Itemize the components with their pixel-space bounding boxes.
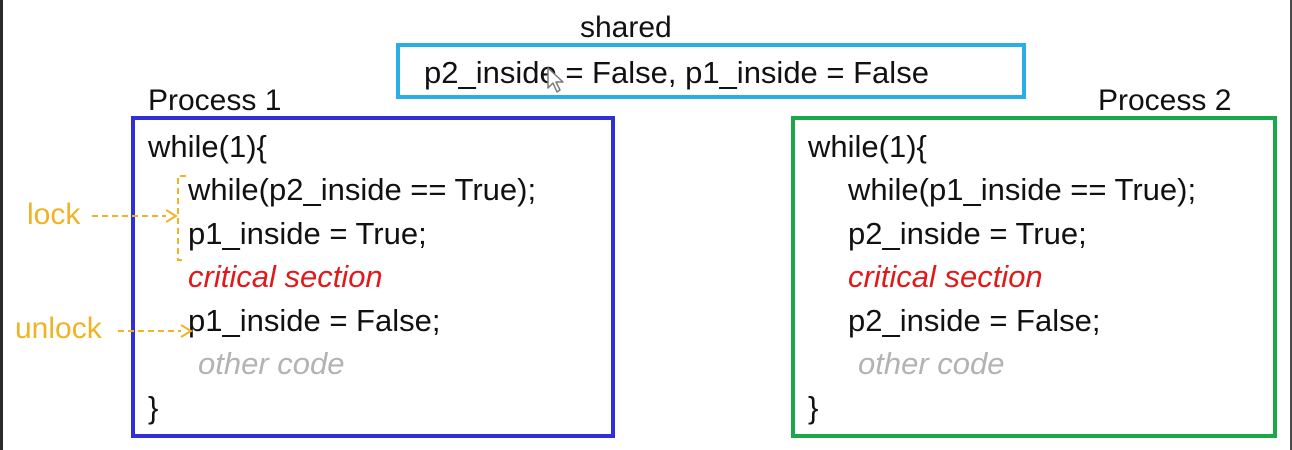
process-2-wait-line: while(p1_inside == True); (848, 172, 1197, 207)
process-2-critical-section: critical section (848, 259, 1043, 294)
process-2-loop-start: while(1){ (808, 129, 927, 164)
mouse-pointer-icon (547, 67, 564, 93)
process-1-title: Process 1 (148, 84, 282, 117)
frame-edge-right (1290, 0, 1292, 450)
process-1-other-code: other code (198, 346, 345, 381)
process-1-box (131, 116, 615, 438)
frame-edge-left (0, 0, 3, 450)
process-2-title: Process 2 (1098, 84, 1232, 117)
process-2-loop-end: } (808, 390, 819, 425)
process-1-critical-section: critical section (188, 259, 383, 294)
shared-variables-box: p2_inside = False, p1_inside = False (396, 43, 1026, 99)
process-1-wait-line: while(p2_inside == True); (188, 172, 537, 207)
process-1-set-inside-line: p1_inside = True; (188, 216, 427, 251)
process-2-clear-inside-line: p2_inside = False; (848, 303, 1101, 338)
process-1-loop-start: while(1){ (148, 129, 267, 164)
process-2-other-code: other code (858, 346, 1005, 381)
shared-label: shared (580, 11, 672, 44)
process-2-set-inside-line: p2_inside = True; (848, 216, 1087, 251)
process-2-box (791, 116, 1277, 438)
lock-annotation-label: lock (27, 198, 81, 231)
process-1-clear-inside-line: p1_inside = False; (188, 303, 441, 338)
unlock-annotation-label: unlock (15, 312, 102, 345)
shared-variables-text: p2_inside = False, p1_inside = False (424, 55, 929, 90)
process-1-loop-end: } (148, 390, 159, 425)
